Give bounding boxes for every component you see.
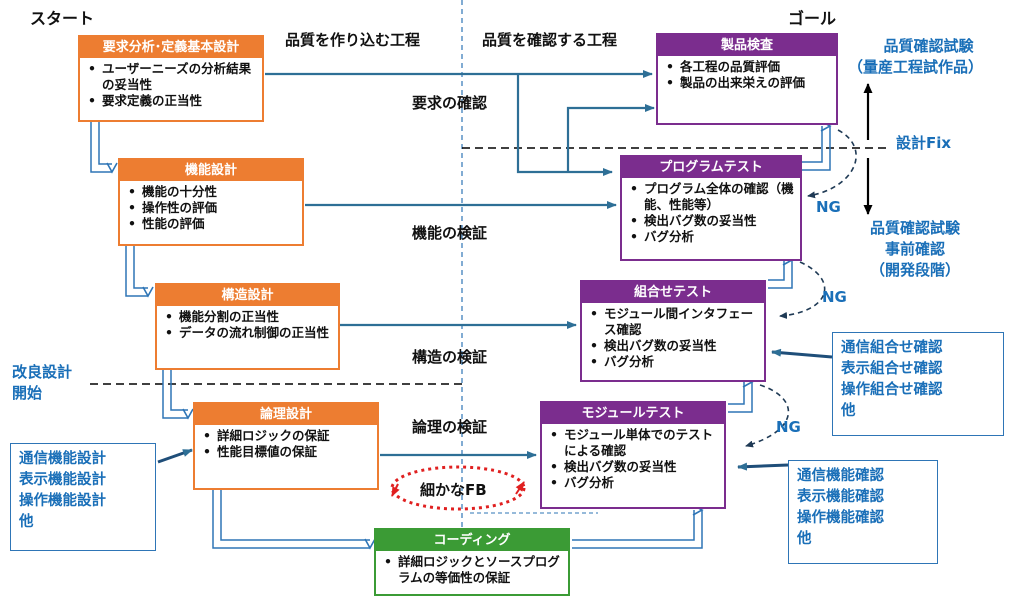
confirm-quality-heading: 品質を確認する工程 — [482, 31, 618, 49]
design-fix-label: 設計Fix — [896, 134, 952, 152]
box-title: 要求分析･定義基本設計 — [80, 37, 262, 58]
ng-label-3: NG — [776, 418, 801, 436]
improvement-start-label: 改良設計 開始 — [12, 363, 73, 402]
build-quality-heading: 品質を作り込む工程 — [285, 31, 421, 49]
start-label: スタート — [30, 9, 95, 28]
test-flow-arrows — [572, 120, 832, 549]
right-callout-module: 通信機能確認表示機能確認操作機能確認他 — [788, 460, 938, 564]
requirement-check-label: 要求の確認 — [412, 94, 488, 112]
structure-verify-label: 構造の検証 — [412, 348, 488, 366]
box-title: 組合せテスト — [582, 282, 764, 303]
right-callout-integration: 通信組合せ確認表示組合せ確認操作組合せ確認他 — [832, 332, 1004, 436]
box-title: モジュールテスト — [542, 403, 724, 424]
module-test-box: モジュールテスト モジュール単体でのテストによる確認検出バグ数の妥当性バグ分析 — [540, 401, 726, 509]
ng-label-1: NG — [816, 198, 841, 216]
product-inspection-box: 製品検査 各工程の品質評価製品の出来栄えの評価 — [656, 33, 838, 125]
box-title: コーディング — [376, 530, 568, 551]
integration-test-box: 組合せテスト モジュール間インタフェース確認検出バグ数の妥当性バグ分析 — [580, 280, 766, 382]
requirements-box: 要求分析･定義基本設計 ユーザーニーズの分析結果の妥当性要求定義の正当性 — [78, 35, 264, 122]
box-title: プログラムテスト — [622, 157, 800, 178]
box-title: 論理設計 — [195, 404, 377, 425]
box-title: 機能設計 — [120, 160, 302, 181]
qa-test-mass-label: 品質確認試験 （量産工程試作品） — [848, 37, 984, 76]
verification-arrows — [265, 70, 655, 459]
box-title: 構造設計 — [157, 285, 338, 306]
box-title: 製品検査 — [658, 35, 836, 56]
structural-design-box: 構造設計 機能分割の正当性データの流れ制御の正当性 — [155, 283, 340, 370]
program-test-box: プログラムテスト プログラム全体の確認（機能、性能等）検出バグ数の妥当性バグ分析 — [620, 155, 802, 261]
logic-verify-label: 論理の検証 — [412, 418, 488, 436]
design-flow-arrows — [90, 122, 376, 550]
coding-box: コーディング 詳細ロジックとソースプログラムの等価性の保証 — [374, 528, 570, 596]
function-verify-label: 機能の検証 — [412, 224, 488, 242]
functional-design-box: 機能設計 機能の十分性操作性の評価性能の評価 — [118, 158, 304, 246]
ng-label-2: NG — [822, 288, 847, 306]
goal-label: ゴール — [788, 9, 837, 28]
qa-test-pre-label: 品質確認試験 事前確認 （開発段階） — [870, 219, 961, 279]
logical-design-box: 論理設計 詳細ロジックの保証性能目標値の保証 — [193, 402, 379, 490]
fine-feedback-label: 細かなFB — [420, 481, 487, 499]
left-callout: 通信機能設計表示機能設計操作機能設計他 — [10, 443, 156, 551]
